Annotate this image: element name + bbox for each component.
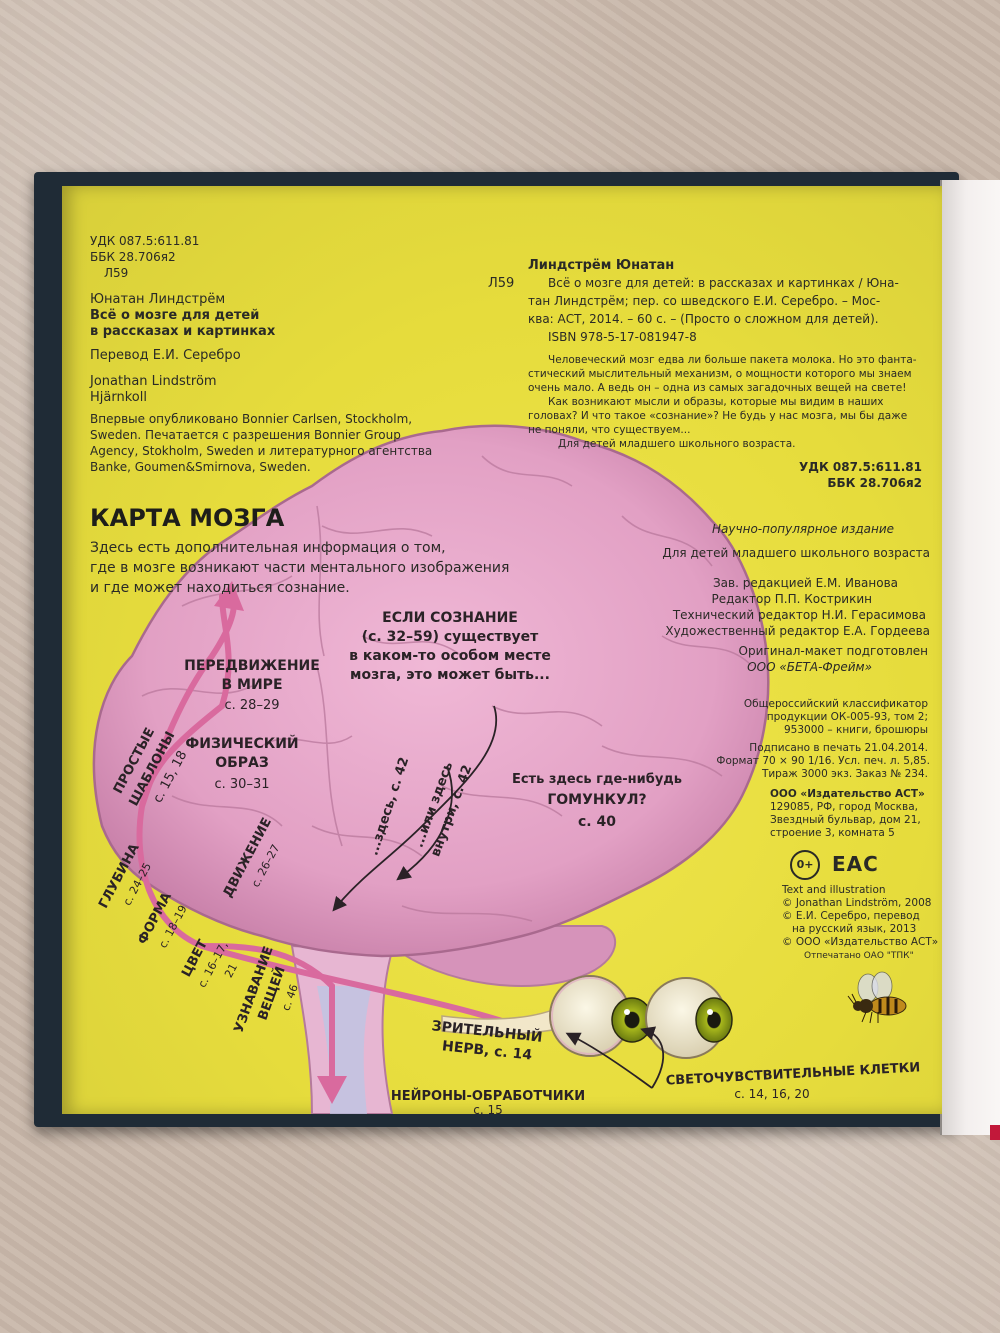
age-rating-badge: 0+ (790, 850, 820, 880)
label-consciousness-2: (с. 32–59) существует (361, 629, 539, 645)
left-bbk: ББК 28.706я2 (90, 250, 176, 264)
imprint-ed5: Оригинал-макет подготовлен (738, 644, 928, 658)
left-title-line1: Всё о мозге для детей (90, 308, 260, 323)
left-code: Л59 (104, 266, 129, 280)
printer-line: Отпечатано ОАО "ТПК" (804, 951, 914, 961)
copyright-line2: © Jonathan Lindström, 2008 (782, 897, 932, 909)
imprint-ed2: Редактор П.П. Кострикин (711, 592, 872, 606)
copyright-line1: Text and illustration (782, 884, 886, 896)
left-translation: Перевод Е.И. Серебро (90, 348, 241, 363)
imprint-cls2: продукции ОК-005-93, том 2; (766, 711, 928, 723)
label-movement-2: В МИРЕ (221, 677, 283, 693)
label-physical-2: ОБРАЗ (215, 755, 269, 771)
right-bbk: ББК 28.706я2 (827, 476, 922, 490)
copyright-line4: на русский язык, 2013 (792, 923, 917, 935)
label-consciousness-3: в каком-то особом месте (349, 648, 551, 664)
label-consciousness-4: мозга, это может быть... (350, 667, 550, 683)
right-desc-line2: тан Линдстрём; пер. со шведского Е.И. Се… (528, 294, 881, 308)
imprint-ed4: Художественный редактор Е.А. Гордеева (665, 624, 930, 638)
left-title-line2: в рассказах и картинках (90, 324, 276, 339)
right-isbn: ISBN 978-5-17-081947-8 (548, 330, 697, 344)
right-desc-line3: ква: АСТ, 2014. – 60 с. – (Просто о слож… (528, 312, 879, 326)
left-author: Юнатан Линдстрём (90, 292, 226, 307)
right-author: Линдстрём Юнатан (528, 258, 675, 273)
label-homunculus-3: с. 40 (578, 814, 616, 830)
imprint-ed3: Технический редактор Н.И. Герасимова (672, 608, 926, 622)
right-code: Л59 (488, 276, 515, 291)
label-homunculus-2: ГОМУНКУЛ? (547, 792, 647, 808)
right-abs-line1: Человеческий мозг едва ли больше пакета … (548, 354, 917, 366)
imprint-audience: Для детей младшего школьного возраста (662, 546, 930, 560)
label-consciousness-1: ЕСЛИ СОЗНАНИЕ (382, 610, 518, 626)
label-physical-3: с. 30–31 (214, 777, 270, 792)
brain-illustration (92, 424, 770, 1114)
intro-line2: где в мозге возникают части ментального … (90, 560, 510, 576)
imprint-pub2: 129085, РФ, город Москва, (770, 801, 918, 813)
intro-line3: и где может находиться сознание. (90, 580, 350, 596)
bee-icon (847, 971, 907, 1024)
right-page-edge (940, 180, 1000, 1135)
label-neurons-1: НЕЙРОНЫ-ОБРАБОТЧИКИ (390, 1089, 586, 1104)
left-orig-title: Hjärnkoll (90, 390, 147, 405)
imprint-cls3: 953000 – книги, брошюры (783, 724, 928, 736)
bookmark-ribbon (990, 1125, 1000, 1140)
imprint-cls1: Общероссийский классификатор (743, 698, 928, 710)
imprint-ed1: Зав. редакцией Е.М. Иванова (712, 576, 898, 590)
right-abs-line6: не поняли, что существуем... (528, 424, 691, 436)
right-desc-line1: Всё о мозге для детей: в рассказах и кар… (548, 276, 899, 290)
imprint-pub3: Звездный бульвар, дом 21, (770, 814, 921, 826)
copyright-line3: © Е.И. Серебро, перевод (782, 910, 920, 922)
left-pub-line3: Agency, Stokholm, Sweden и литературного… (90, 444, 433, 458)
right-abs-line4: Как возникают мысли и образы, которые мы… (548, 396, 884, 408)
label-physical-1: ФИЗИЧЕСКИЙ (185, 736, 299, 752)
label-homunculus-1: Есть здесь где-нибудь (511, 772, 683, 787)
intro-line1: Здесь есть дополнительная информация о т… (90, 540, 446, 556)
label-neurons-2: с. 15 (473, 1103, 503, 1117)
imprint-print1: Подписано в печать 21.04.2014. (749, 742, 928, 754)
left-orig-author: Jonathan Lindström (90, 374, 217, 389)
left-pub-line2: Sweden. Печатается с разрешения Bonnier … (90, 428, 401, 442)
imprint-print2: Формат 70 × 90 1/16. Усл. печ. л. 5,85. (716, 755, 930, 767)
imprint-pub4: строение 3, комната 5 (770, 827, 895, 839)
right-udk: УДК 087.5:611.81 (799, 460, 922, 474)
label-movement-1: ПЕРЕДВИЖЕНИЕ (184, 658, 320, 674)
eac-mark: EAC (832, 852, 879, 876)
imprint-pub1: ООО «Издательство АСТ» (770, 788, 925, 800)
label-movement-3: с. 28–29 (224, 698, 280, 713)
page-title: КАРТА МОЗГА (90, 504, 285, 532)
label-light-cells-2: с. 14, 16, 20 (734, 1087, 810, 1101)
imprint-ed6: ООО «БЕТА-Фрейм» (747, 660, 872, 674)
imprint-print3: Тираж 3000 экз. Заказ № 234. (761, 768, 928, 780)
copyright-line5: © ООО «Издательство АСТ» (782, 936, 939, 948)
right-abs-line5: головах? И что такое «сознание»? Не будь… (528, 410, 908, 422)
right-abs-line3: очень мало. А ведь он – одна из самых за… (528, 382, 907, 394)
left-udk: УДК 087.5:611.81 (90, 234, 200, 248)
left-pub-line1: Впервые опубликовано Bonnier Carlsen, St… (90, 412, 413, 426)
left-pub-line4: Banke, Goumen&Smirnova, Sweden. (90, 460, 311, 474)
book-page: УДК 087.5:611.81 ББК 28.706я2 Л59 Юнатан… (62, 186, 942, 1117)
right-abs-line7: Для детей младшего школьного возраста. (558, 438, 796, 450)
imprint-kind: Научно-популярное издание (712, 522, 894, 536)
right-abs-line2: стический мыслительный механизм, о мощно… (528, 368, 912, 380)
